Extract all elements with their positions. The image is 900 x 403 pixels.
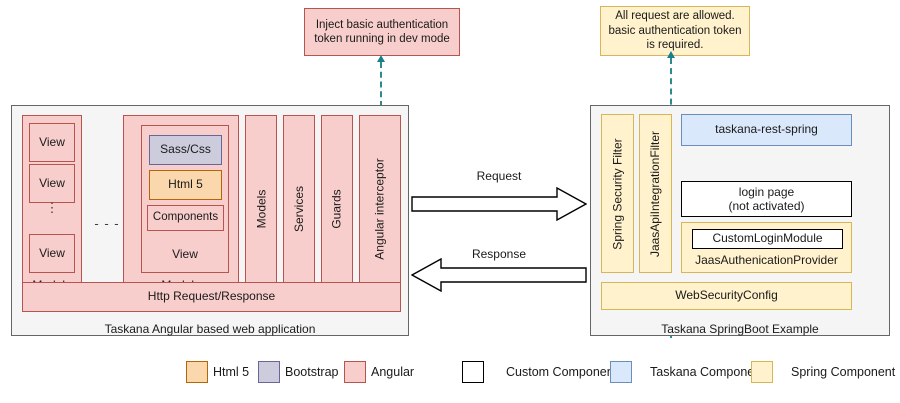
legend-item-bootstrap: Bootstrap	[258, 361, 339, 383]
filter-spring-security-label: Spring Security Filter	[610, 137, 625, 250]
legend-label-custom-component: Custom Component	[506, 365, 618, 379]
note-right-requests-allowed: All request are allowed. basic authentic…	[600, 6, 750, 56]
login-page-line-1: login page	[738, 185, 795, 199]
connector-left-arrowhead	[377, 55, 385, 62]
modules-ellipsis-horizontal: - - -	[94, 216, 120, 231]
module-a-ellipsis: ⋮	[45, 200, 59, 215]
column-services-label: Services	[292, 185, 307, 232]
module-b-item-html5: Html 5	[149, 170, 222, 200]
column-guards-label: Guards	[330, 188, 345, 229]
legend-label-spring-component: Spring Component	[791, 365, 896, 379]
module-b-view-label: View	[172, 247, 198, 262]
legend-swatch-spring-component	[751, 361, 773, 383]
legend-item-html5: Html 5	[186, 361, 249, 383]
legend-swatch-angular	[344, 361, 366, 383]
column-models-label: Models	[254, 189, 268, 228]
module-b-item-sass-css: Sass/Css	[149, 135, 222, 165]
web-security-config-box: WebSecurityConfig	[601, 282, 852, 310]
connector-right-arrowhead	[667, 51, 675, 58]
legend-label-bootstrap: Bootstrap	[285, 365, 339, 379]
arrow-response	[411, 258, 587, 292]
legend-swatch-taskana-component	[610, 361, 632, 383]
column-angular-interceptor: Angular interceptor	[359, 115, 401, 302]
legend-label-taskana-component: Taskana Component	[650, 365, 765, 379]
login-page-line-2: (not activated)	[728, 199, 805, 213]
arrow-request	[411, 187, 587, 221]
right-panel-caption: Taskana SpringBoot Example	[661, 322, 819, 336]
login-page-box: login page (not activated)	[681, 181, 852, 217]
module-a-view-2: View	[29, 164, 75, 203]
module-a-view-1: View	[29, 123, 75, 162]
module-b-item-components: Components	[147, 205, 224, 231]
legend-item-angular: Angular	[344, 361, 414, 383]
legend-swatch-bootstrap	[258, 361, 280, 383]
custom-login-module-box: CustomLoginModule	[692, 229, 843, 249]
legend-label-angular: Angular	[371, 365, 415, 379]
legend-item-spring-component: Spring Component	[751, 361, 895, 383]
legend-swatch-custom-component	[462, 361, 484, 383]
column-services: Services	[283, 115, 315, 302]
filter-spring-security: Spring Security Filter	[601, 114, 634, 273]
legend-item-taskana-component: Taskana Component	[610, 361, 765, 383]
column-guards: Guards	[321, 115, 353, 302]
legend-item-custom-component: Custom Component	[462, 361, 617, 383]
module-a-view-3: View	[29, 234, 75, 273]
taskana-rest-spring-box: taskana-rest-spring	[681, 114, 852, 146]
filter-jaas-api-integration: JaasApiIntegrationFilter	[639, 114, 672, 273]
column-angular-interceptor-label: Angular interceptor	[373, 157, 388, 260]
legend-swatch-html5	[186, 361, 208, 383]
note-left-inject-token: Inject basic authentication token runnin…	[304, 8, 460, 56]
connector-left-dashed	[380, 62, 382, 107]
column-models: Models	[245, 115, 277, 302]
arrow-request-label: Request	[476, 169, 522, 184]
filter-jaas-api-integration-label: JaasApiIntegrationFilter	[648, 130, 663, 257]
jaas-authentication-provider-label: JaasAuthenicationProvider	[695, 253, 838, 268]
legend-label-html5: Html 5	[213, 365, 250, 379]
left-panel-caption: Taskana Angular based web application	[104, 322, 316, 336]
http-request-response-bar: Http Request/Response	[22, 282, 401, 312]
arrow-response-label: Response	[471, 247, 527, 262]
